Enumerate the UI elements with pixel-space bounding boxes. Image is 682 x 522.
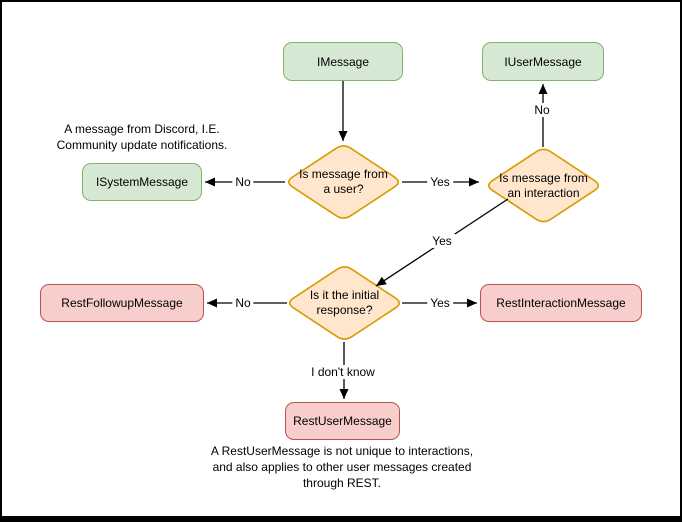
node-restusermessage-label: RestUserMessage: [293, 414, 392, 428]
node-restusermessage: RestUserMessage: [285, 402, 400, 440]
node-restfollowupmessage: RestFollowupMessage: [40, 284, 204, 322]
edge-label-from-user-yes: Yes: [427, 175, 453, 189]
node-imessage-label: IMessage: [316, 54, 370, 69]
edge-label-initial-unknown: I don't know: [308, 365, 378, 379]
node-restinteractionmessage-label: RestInteractionMessage: [496, 296, 626, 310]
note-rest-user-message: A RestUserMessage is not unique to inter…: [210, 444, 474, 490]
node-iusermessage-label: IUserMessage: [504, 54, 582, 69]
edge-label-from-user-no: No: [232, 175, 254, 189]
edge-label-initial-no: No: [232, 296, 254, 310]
edge-label-from-interaction-yes: Yes: [429, 234, 455, 248]
node-restinteractionmessage: RestInteractionMessage: [480, 284, 642, 322]
edge-label-from-interaction-no: No: [531, 103, 553, 117]
node-iusermessage: IUserMessage: [482, 42, 604, 81]
note-system-message: A message from Discord, I.E. Community u…: [56, 122, 228, 152]
node-imessage: IMessage: [283, 42, 403, 81]
edge-label-initial-yes: Yes: [427, 296, 453, 310]
node-isystemmessage: ISystemMessage: [82, 163, 202, 201]
decision-shape-is-from-interaction: [487, 148, 600, 223]
node-restfollowupmessage-label: RestFollowupMessage: [61, 296, 183, 310]
decision-shape-is-from-user: [287, 145, 400, 219]
decision-shape-is-initial-response: [288, 266, 401, 340]
node-isystemmessage-label: ISystemMessage: [95, 175, 189, 189]
